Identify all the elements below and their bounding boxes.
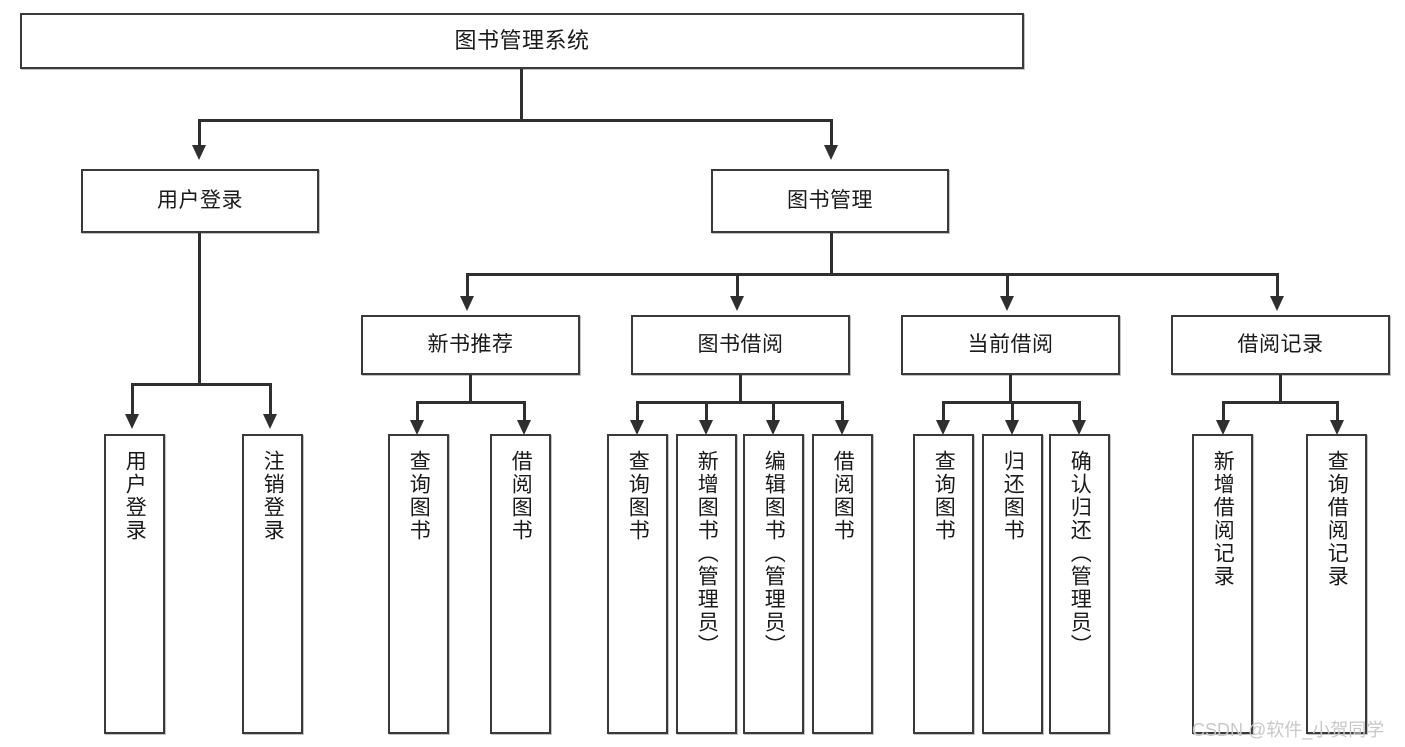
edge-user-login-leaf-1: [131, 383, 134, 416]
node-book-borrow[interactable]: 图书借阅: [631, 315, 850, 375]
arrow-down-icon: [1000, 296, 1014, 311]
node-root-system[interactable]: 图书管理系统: [20, 13, 1024, 69]
leaf-user-login-login[interactable]: 用户登录: [104, 434, 165, 734]
arrow-down-icon: [125, 414, 139, 429]
leaf-book-borrow-add[interactable]: 新增图书（管理员）: [676, 434, 737, 734]
node-label: 用户登录: [123, 450, 147, 542]
leaf-book-borrow-query[interactable]: 查询图书: [607, 434, 668, 734]
node-label: 图书借阅: [697, 332, 784, 356]
edge-borrow-record-stem: [1279, 375, 1282, 403]
edge-book-mgmt-bus: [466, 273, 1277, 276]
edge-book-borrow-leaf-3: [772, 401, 775, 422]
node-label: 新书推荐: [427, 332, 514, 356]
edge-user-login-leaf-2: [269, 383, 272, 416]
edge-book-mgmt-to-record: [1276, 273, 1279, 298]
edge-borrow-record-bus: [1222, 401, 1339, 404]
node-user-login[interactable]: 用户登录: [81, 169, 319, 233]
edge-new-book-stem: [469, 375, 472, 403]
arrow-down-icon: [1072, 420, 1086, 435]
leaf-borrow-record-query[interactable]: 查询借阅记录: [1306, 434, 1367, 734]
node-label: 借阅图书: [831, 450, 855, 542]
arrow-down-icon: [824, 145, 838, 160]
leaf-current-borrow-query[interactable]: 查询图书: [913, 434, 974, 734]
leaf-user-login-logout[interactable]: 注销登录: [242, 434, 303, 734]
edge-root-stem: [520, 69, 523, 121]
arrow-down-icon: [730, 296, 744, 311]
arrow-down-icon: [192, 145, 206, 160]
arrow-down-icon: [835, 420, 849, 435]
leaf-current-borrow-return[interactable]: 归还图书: [982, 434, 1043, 734]
node-label: 新增图书（管理员）: [695, 450, 719, 657]
watermark-text: CSDN @软件_小贺同学: [1192, 720, 1385, 740]
arrow-down-icon: [263, 414, 277, 429]
edge-user-login-bus: [131, 383, 271, 386]
node-current-borrow[interactable]: 当前借阅: [901, 315, 1120, 375]
node-label: 用户登录: [157, 188, 243, 212]
node-label: 查询图书: [407, 450, 431, 542]
node-new-book-recommend[interactable]: 新书推荐: [361, 315, 580, 375]
edge-book-borrow-stem: [739, 375, 742, 403]
edge-book-borrow-leaf-4: [841, 401, 844, 422]
edge-user-login-stem: [198, 233, 201, 385]
arrow-down-icon: [699, 420, 713, 435]
arrow-down-icon: [1216, 420, 1230, 435]
edge-borrow-record-leaf-2: [1336, 401, 1339, 422]
node-label: 查询图书: [932, 450, 956, 542]
arrow-down-icon: [936, 420, 950, 435]
edge-current-borrow-leaf-2: [1011, 401, 1014, 422]
leaf-book-borrow-edit[interactable]: 编辑图书（管理员）: [743, 434, 804, 734]
leaf-current-borrow-confirm-return[interactable]: 确认归还（管理员）: [1049, 434, 1110, 734]
arrow-down-icon: [1270, 296, 1284, 311]
node-book-management[interactable]: 图书管理: [711, 169, 949, 233]
node-label: 当前借阅: [967, 332, 1054, 356]
edge-book-borrow-leaf-2: [705, 401, 708, 422]
arrow-down-icon: [630, 420, 644, 435]
node-label: 注销登录: [261, 450, 285, 542]
node-label: 图书管理: [787, 188, 873, 212]
edge-root-to-user-login: [198, 119, 201, 147]
node-label: 新增借阅记录: [1211, 450, 1235, 588]
edge-new-book-bus: [416, 401, 526, 404]
edge-book-mgmt-stem: [830, 233, 833, 275]
arrow-down-icon: [517, 420, 531, 435]
edge-book-borrow-bus: [636, 401, 844, 404]
arrow-down-icon: [460, 296, 474, 311]
node-label: 借阅图书: [509, 450, 533, 542]
node-label: 图书管理系统: [454, 28, 590, 54]
node-label: 编辑图书（管理员）: [762, 450, 786, 657]
node-label: 借阅记录: [1237, 332, 1324, 356]
leaf-borrow-record-add[interactable]: 新增借阅记录: [1192, 434, 1253, 734]
edge-new-book-leaf-2: [523, 401, 526, 422]
edge-current-borrow-leaf-1: [942, 401, 945, 422]
edge-current-borrow-leaf-3: [1078, 401, 1081, 422]
leaf-new-book-borrow[interactable]: 借阅图书: [490, 434, 551, 734]
node-label: 查询借阅记录: [1325, 450, 1349, 588]
edge-root-to-book-mgmt: [830, 119, 833, 147]
node-label: 确认归还（管理员）: [1068, 450, 1092, 657]
node-label: 归还图书: [1001, 450, 1025, 542]
edge-book-mgmt-to-new-book: [466, 273, 469, 298]
arrow-down-icon: [410, 420, 424, 435]
arrow-down-icon: [1330, 420, 1344, 435]
edge-borrow-record-leaf-1: [1222, 401, 1225, 422]
leaf-book-borrow-borrow[interactable]: 借阅图书: [812, 434, 873, 734]
node-borrow-record[interactable]: 借阅记录: [1171, 315, 1390, 375]
edge-current-borrow-stem: [1009, 375, 1012, 403]
leaf-new-book-query[interactable]: 查询图书: [388, 434, 449, 734]
arrow-down-icon: [766, 420, 780, 435]
edge-root-bus: [198, 119, 833, 122]
edge-book-borrow-leaf-1: [636, 401, 639, 422]
node-label: 查询图书: [626, 450, 650, 542]
arrow-down-icon: [1005, 420, 1019, 435]
edge-book-mgmt-to-borrow: [736, 273, 739, 298]
edge-new-book-leaf-1: [416, 401, 419, 422]
edge-book-mgmt-to-current: [1006, 273, 1009, 298]
